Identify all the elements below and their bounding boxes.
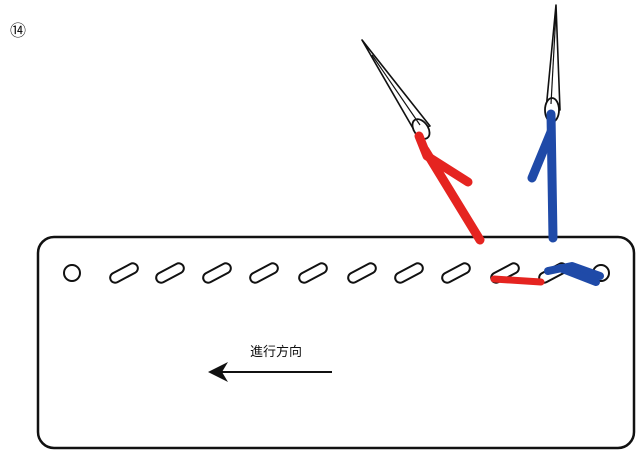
- red-thread-stitch: [490, 275, 545, 286]
- stitch-hole: [298, 262, 328, 284]
- stitch-hole: [441, 262, 471, 284]
- stitch-hole: [394, 262, 424, 284]
- blue-thread-needle: [544, 4, 561, 123]
- stitch-hole: [347, 262, 377, 284]
- round-hole-left: [63, 264, 81, 282]
- blue-thread-stitch: [544, 262, 604, 280]
- stitch-hole: [155, 262, 185, 284]
- leather-strip: [36, 235, 636, 450]
- stitch-hole: [109, 262, 139, 284]
- blue-thread-stitch-end: [556, 264, 600, 286]
- step-number: ⑭: [10, 21, 26, 40]
- left-arrow-icon: [208, 362, 332, 382]
- red-thread-main: [420, 145, 485, 245]
- blue-thread-tail: [527, 127, 556, 183]
- stitch-hole: [202, 262, 232, 284]
- direction-label: 進行方向: [250, 344, 302, 360]
- stitch-hole: [249, 262, 279, 284]
- red-thread-needle: [361, 39, 431, 140]
- stitch-hole-row: [109, 262, 568, 284]
